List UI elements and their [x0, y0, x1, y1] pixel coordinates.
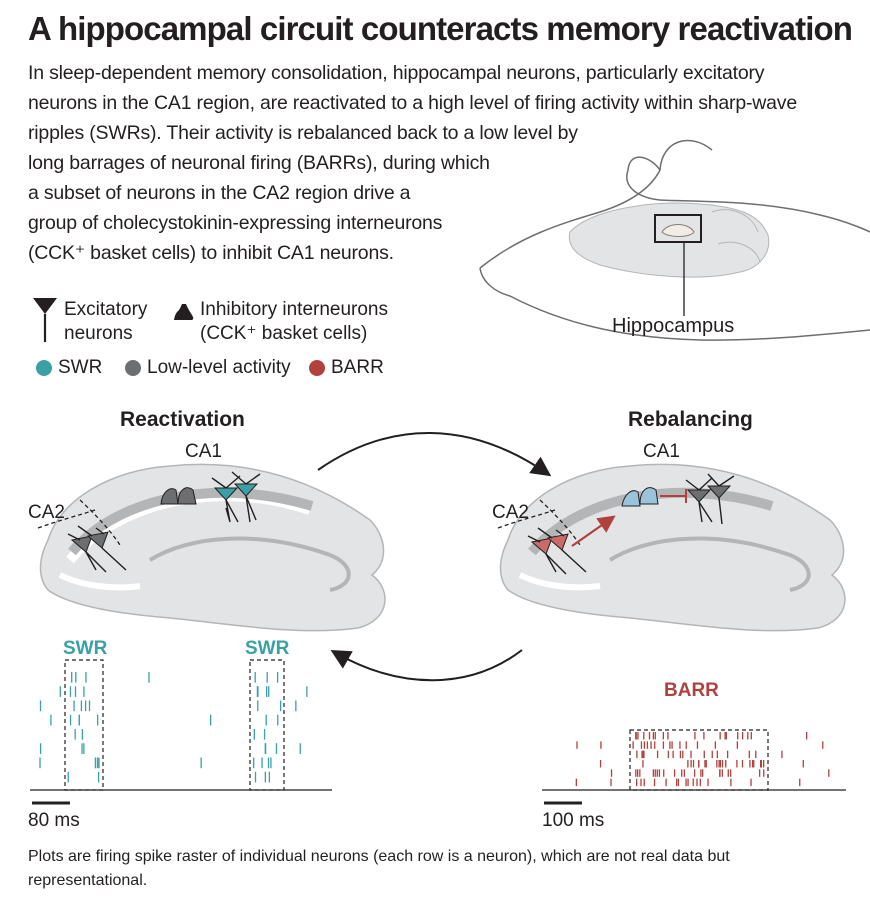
right-ca1-label: CA1 [643, 441, 680, 462]
page-title: A hippocampal circuit counteracts memory… [28, 10, 853, 47]
rebalancing-heading: Rebalancing [628, 408, 753, 431]
reactivation-heading: Reactivation [120, 408, 245, 431]
hippocampus-label: Hippocampus [612, 315, 735, 337]
scale-label-left: 80 ms [28, 810, 80, 831]
inhibitory-neuron-icon [174, 304, 194, 320]
cycle-arrow-bottom [330, 649, 523, 682]
hippocampus-right [499, 463, 846, 632]
left-ca1-excitatory-neurons [211, 471, 261, 523]
raster-right [542, 729, 846, 805]
intro-line: a subset of neurons in the CA2 region dr… [28, 182, 411, 204]
legend-swr-label: SWR [58, 357, 103, 378]
right-inhibitory-neurons [621, 487, 659, 507]
raster-left [30, 659, 332, 805]
swr-legend-dot [36, 360, 52, 376]
intro-line: neurons in the CA1 region, are reactivat… [28, 92, 797, 114]
ca2-to-cck-arrow [571, 515, 616, 547]
legend-inhibitory-line2: (CCK⁺ basket cells) [200, 323, 368, 344]
right-ca2-label: CA2 [492, 502, 529, 523]
mouse-head [479, 139, 870, 341]
intro-text: In sleep-dependent memory consolidation,… [28, 58, 848, 268]
legend-excitatory-line1: Excitatory [64, 299, 148, 320]
cck-inhibition-line [660, 489, 687, 503]
raster-right-barr-label: BARR [664, 680, 719, 701]
right-ca2-boundary [497, 499, 581, 546]
intro-line: ripples (SWRs). Their activity is rebala… [28, 122, 578, 144]
low-activity-legend-dot [125, 360, 141, 376]
legend-inhibitory-line1: Inhibitory interneurons [200, 299, 388, 320]
left-ca2-label: CA2 [28, 502, 65, 523]
mouse-brain [568, 202, 770, 316]
left-ca2-boundary [37, 499, 121, 546]
excitatory-neuron-icon [33, 298, 57, 342]
legend-excitatory-label: Excitatory neurons [64, 298, 147, 346]
left-ca2-excitatory-neurons [67, 525, 127, 573]
intro-line: (CCK⁺ basket cells) to inhibit CA1 neuro… [28, 242, 394, 264]
hippocampus-left [39, 463, 386, 632]
scale-label-right: 100 ms [542, 810, 605, 831]
raster-left-swr-label-2: SWR [245, 638, 290, 659]
left-inhibitory-neurons [160, 487, 197, 505]
cycle-arrow-top [317, 432, 552, 477]
legend-inhibitory-label: Inhibitory interneurons (CCK⁺ basket cel… [200, 298, 388, 346]
raster-left-swr-label-1: SWR [63, 638, 108, 659]
right-ca1-excitatory-neurons [685, 473, 735, 525]
legend-low-label: Low-level activity [147, 357, 291, 378]
footnote: Plots are firing spike raster of individ… [28, 848, 730, 889]
intro-line: In sleep-dependent memory consolidation,… [28, 62, 765, 84]
right-ca2-excitatory-neurons [527, 527, 587, 575]
legend-excitatory-line2: neurons [64, 323, 133, 344]
left-ca1-label: CA1 [185, 441, 222, 462]
intro-line: long barrages of neuronal firing (BARRs)… [28, 152, 490, 174]
barr-legend-dot [309, 360, 325, 376]
intro-line: group of cholecystokinin-expressing inte… [28, 212, 443, 234]
legend-barr-label: BARR [331, 357, 384, 378]
